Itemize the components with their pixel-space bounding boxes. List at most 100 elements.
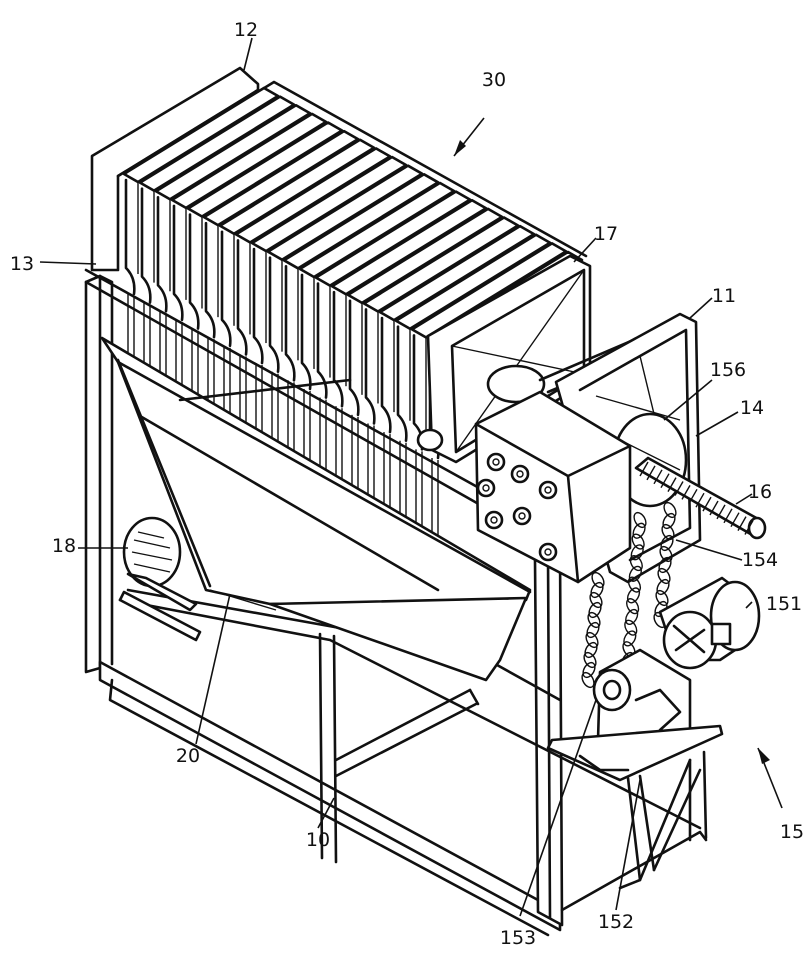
label-20: 20 bbox=[176, 745, 200, 767]
control-knob bbox=[538, 480, 558, 500]
filter-plate-edge bbox=[284, 265, 296, 382]
label-11: 11 bbox=[712, 285, 736, 307]
control-knob-center bbox=[492, 458, 500, 466]
filter-plate bbox=[170, 112, 328, 210]
screw-thread bbox=[681, 485, 691, 500]
frame-10 bbox=[84, 268, 708, 937]
screw-thread bbox=[744, 520, 754, 535]
screw-thread bbox=[688, 488, 698, 504]
chain-link bbox=[628, 565, 642, 582]
label-17: 17 bbox=[594, 223, 618, 245]
filter-plate bbox=[314, 190, 472, 287]
label-13: 13 bbox=[10, 253, 34, 275]
chain-link bbox=[626, 598, 640, 615]
control-knob bbox=[476, 478, 496, 498]
filter-plate bbox=[154, 103, 312, 201]
filter-plate bbox=[186, 121, 344, 218]
chain-link bbox=[656, 578, 670, 596]
control-knob-center bbox=[518, 512, 526, 520]
chain-link bbox=[632, 522, 646, 539]
label-10: 10 bbox=[306, 829, 330, 851]
control-knob-center bbox=[516, 470, 524, 478]
filter-plate bbox=[138, 95, 296, 192]
screw-16 bbox=[634, 456, 767, 540]
label-12: 12 bbox=[234, 19, 258, 41]
chain-link bbox=[658, 556, 672, 574]
filter-plate-edge bbox=[316, 282, 328, 399]
chain-link bbox=[584, 641, 598, 659]
filter-plate-edge bbox=[268, 256, 280, 373]
control-knob bbox=[512, 506, 532, 526]
chain-link bbox=[631, 533, 645, 550]
filter-plate-edge bbox=[348, 299, 360, 417]
screw-thread bbox=[646, 465, 656, 481]
filter-plate bbox=[122, 86, 280, 184]
screw-thread bbox=[674, 481, 684, 496]
chain-link bbox=[657, 567, 671, 585]
screw-thread bbox=[667, 477, 677, 492]
screw-thread bbox=[702, 496, 712, 512]
filter-plate bbox=[202, 129, 360, 227]
filter-plate-edge bbox=[156, 195, 168, 313]
filter-plate bbox=[330, 198, 488, 296]
control-knob bbox=[486, 452, 506, 472]
chain-link bbox=[630, 544, 644, 561]
screw-thread bbox=[737, 516, 747, 531]
control-knob-center bbox=[544, 548, 552, 556]
filter-plate bbox=[362, 216, 520, 313]
control-knob bbox=[538, 542, 558, 562]
screw-thread bbox=[695, 492, 705, 508]
chain-link bbox=[587, 611, 601, 629]
chain-link bbox=[655, 589, 669, 607]
screw-thread bbox=[639, 461, 649, 477]
label-14: 14 bbox=[740, 397, 764, 419]
label-153: 153 bbox=[500, 927, 536, 949]
filter-plate-edge bbox=[220, 230, 232, 348]
filter-plate bbox=[218, 138, 376, 236]
filter-plate-edge bbox=[380, 316, 392, 434]
control-knob-center bbox=[544, 486, 552, 494]
chain-link bbox=[591, 571, 605, 589]
chain-link bbox=[660, 534, 674, 552]
control-knob bbox=[510, 464, 530, 484]
label-156: 156 bbox=[710, 359, 746, 381]
label-154: 154 bbox=[742, 549, 778, 571]
filter-plate bbox=[234, 147, 392, 244]
filter-plate bbox=[394, 233, 552, 331]
chain-link bbox=[629, 555, 643, 572]
filter-plate-edge bbox=[332, 290, 344, 408]
filter-plates-30 bbox=[90, 66, 592, 548]
screw-thread bbox=[730, 512, 740, 528]
chain-link bbox=[625, 608, 639, 625]
label-18: 18 bbox=[52, 535, 76, 557]
chain-link bbox=[663, 501, 677, 519]
chain-link bbox=[623, 630, 637, 647]
filter-plate bbox=[282, 173, 440, 270]
filter-plate-edge bbox=[396, 325, 408, 443]
filter-plate bbox=[266, 164, 424, 261]
chain-link bbox=[633, 511, 647, 529]
chain-link bbox=[589, 591, 603, 609]
arrows bbox=[453, 117, 783, 809]
control-knob bbox=[484, 510, 504, 530]
chain-link bbox=[582, 661, 596, 679]
control-box bbox=[474, 390, 632, 584]
filter-plate-edge bbox=[236, 239, 248, 356]
chains-154 bbox=[581, 501, 677, 689]
filter-plate bbox=[346, 207, 504, 305]
screw-thread bbox=[660, 473, 670, 489]
chain-link bbox=[624, 619, 638, 636]
screw-thread bbox=[653, 469, 663, 485]
chain-link bbox=[581, 671, 595, 689]
filter-plate bbox=[298, 181, 456, 279]
chain-link bbox=[586, 621, 600, 639]
filter-plate-edge bbox=[252, 247, 264, 365]
filter-plate-edge bbox=[300, 273, 312, 391]
filter-plate bbox=[378, 224, 536, 322]
label-30: 30 bbox=[482, 69, 506, 91]
filter-plate-edge bbox=[188, 213, 200, 330]
label-151: 151 bbox=[766, 593, 802, 615]
filter-plate-edge bbox=[364, 308, 376, 425]
screw-thread bbox=[709, 500, 719, 516]
